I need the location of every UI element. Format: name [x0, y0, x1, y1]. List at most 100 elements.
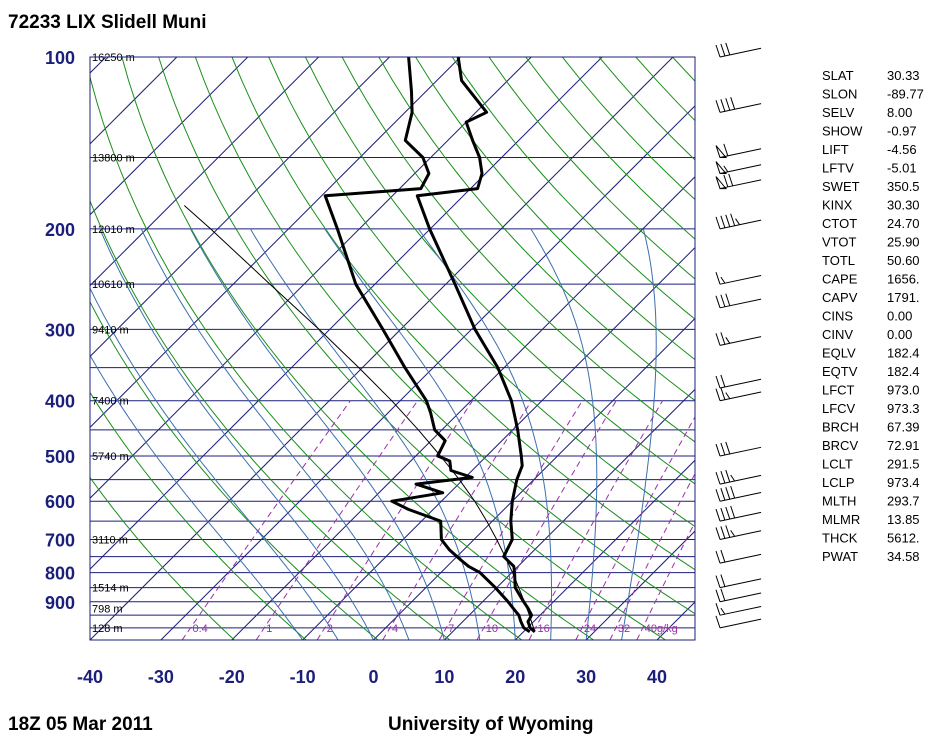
isotherm — [90, 57, 390, 358]
index-value: 8.00 — [887, 105, 912, 120]
wind-barb — [715, 173, 762, 190]
wind-barb — [715, 603, 762, 616]
isotherm — [231, 176, 695, 640]
index-name: LCLT — [822, 457, 853, 472]
index-value: 0.00 — [887, 309, 912, 324]
temperature-tick-label: -40 — [77, 667, 103, 687]
mixing-ratio-label: 2 — [327, 623, 333, 635]
mixing-ratio-line — [476, 400, 617, 640]
wind-barb — [715, 374, 762, 389]
dry-adiabat — [194, 57, 695, 615]
temperature-tick-label: -20 — [219, 667, 245, 687]
temperature-tick-label: 10 — [434, 667, 454, 687]
dry-adiabat — [415, 57, 695, 361]
temperature-tick-label: -10 — [290, 667, 316, 687]
wind-barb — [715, 549, 762, 564]
index-value: 25.90 — [887, 235, 920, 250]
wind-barb — [715, 469, 762, 485]
mixing-ratio-line — [438, 400, 583, 640]
index-name: LFCV — [822, 401, 856, 416]
index-value: 182.4 — [887, 364, 920, 379]
pressure-tick-label: 800 — [45, 564, 75, 584]
mixing-ratio-line — [316, 400, 474, 640]
height-label: 5740 m — [92, 451, 129, 463]
index-value: 1791. — [887, 290, 920, 305]
dry-adiabat — [268, 57, 695, 528]
index-value: 5612. — [887, 531, 920, 546]
isotherm — [514, 459, 695, 640]
wind-barb — [715, 505, 762, 522]
isotherm — [90, 57, 249, 216]
temperature-tick-label: 30 — [576, 667, 596, 687]
moist-adiabat — [324, 228, 516, 640]
index-value: -4.56 — [887, 142, 917, 157]
pressure-tick-label: 200 — [45, 220, 75, 240]
mixing-ratio-line — [636, 520, 695, 640]
dry-adiabat — [231, 57, 695, 571]
isotherm — [90, 57, 674, 640]
dry-adiabat — [90, 476, 235, 640]
index-value: 1656. — [887, 272, 920, 287]
dry-adiabat — [90, 74, 523, 640]
index-value: 24.70 — [887, 216, 920, 231]
wind-barb — [715, 293, 762, 309]
index-name: LFTV — [822, 161, 854, 176]
index-name: SLON — [822, 87, 857, 102]
index-name: LFCT — [822, 383, 855, 398]
index-value: 973.3 — [887, 401, 920, 416]
wind-barb — [715, 272, 762, 285]
index-value: 13.85 — [887, 512, 920, 527]
index-value: 291.5 — [887, 457, 920, 472]
dry-adiabat — [304, 57, 695, 485]
background-grid — [90, 57, 695, 640]
isotherm — [90, 57, 532, 499]
mixing-ratio-line — [382, 400, 533, 640]
index-name: CTOT — [822, 216, 857, 231]
moist-adiabat — [530, 228, 598, 640]
index-value: 0.00 — [887, 327, 912, 342]
index-value: 182.4 — [887, 346, 920, 361]
sounding-profiles — [183, 57, 536, 634]
mixing-ratio-label: 10 — [486, 623, 498, 635]
pressure-tick-label: 400 — [45, 392, 75, 412]
index-value: 67.39 — [887, 420, 920, 435]
moist-adiabat — [621, 228, 657, 640]
isotherm — [585, 530, 695, 640]
height-label: 128 m — [92, 623, 123, 635]
pressure-tick-label: 300 — [45, 320, 75, 340]
index-value: 72.91 — [887, 438, 920, 453]
pressure-tick-label: 100 — [45, 48, 75, 68]
wind-barb — [715, 97, 762, 113]
temperature-tick-label: 40 — [647, 667, 667, 687]
pressure-tick-label: 500 — [45, 447, 75, 467]
index-value: 973.4 — [887, 475, 920, 490]
index-value: 50.60 — [887, 253, 920, 268]
index-name: SWET — [822, 179, 860, 194]
mixing-ratio-line — [575, 416, 695, 640]
wind-barb — [715, 42, 762, 58]
index-value: -5.01 — [887, 161, 917, 176]
isotherm — [90, 57, 603, 570]
isotherm — [90, 57, 461, 429]
index-name: CINS — [822, 309, 853, 324]
wind-barbs — [715, 42, 762, 629]
height-label: 12010 m — [92, 224, 135, 236]
height-label: 3110 m — [92, 534, 128, 546]
dry-adiabat — [90, 300, 379, 640]
index-value: 34.58 — [887, 549, 920, 564]
isotherm — [160, 105, 695, 640]
height-label: 13800 m — [92, 153, 135, 165]
wind-barb — [715, 213, 762, 230]
height-label: 16250 m — [92, 52, 135, 64]
pressure-tick-label: 700 — [45, 530, 75, 550]
index-name: CAPV — [822, 290, 858, 305]
wind-barb — [715, 143, 762, 159]
isotherm — [373, 317, 695, 640]
moist-adiabat — [90, 287, 339, 640]
index-name: MLMR — [822, 512, 860, 527]
height-label: 9410 m — [92, 324, 129, 336]
mixing-ratio-line — [609, 472, 695, 640]
